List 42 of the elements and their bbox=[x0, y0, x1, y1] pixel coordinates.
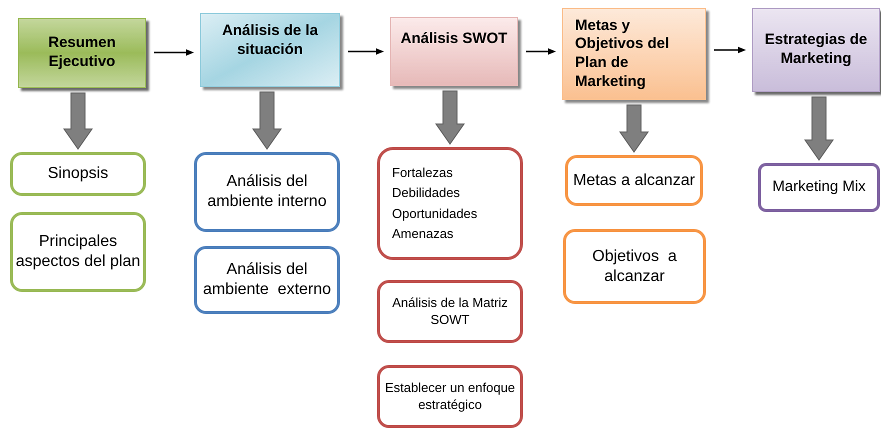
rounded-box bbox=[565, 155, 703, 206]
arrow bbox=[154, 49, 194, 56]
rounded-box bbox=[758, 163, 880, 212]
box-label: Análisis de la situación bbox=[221, 22, 319, 60]
rounded-box bbox=[10, 152, 146, 196]
rounded-box bbox=[377, 280, 523, 343]
box-label: Objetivos a alcanzar bbox=[591, 246, 678, 286]
box-label: Sinopsis bbox=[48, 164, 108, 184]
list-item: Debilidades bbox=[392, 185, 460, 202]
box-label: Establecer un enfoque estratégico bbox=[384, 380, 516, 413]
box-label: Principales aspectos del plan bbox=[14, 232, 142, 272]
box-label: Análisis de la Matriz SOWT bbox=[391, 295, 509, 328]
step-box bbox=[18, 18, 146, 88]
step-box bbox=[200, 13, 340, 87]
box-label: Análisis del ambiente interno bbox=[206, 172, 328, 212]
block-arrow bbox=[804, 96, 834, 161]
list-item: Amenazas bbox=[392, 226, 454, 242]
list-item: Fortalezas bbox=[392, 165, 453, 182]
box-label: Metas y Objetivos del Plan de Marketing bbox=[575, 16, 670, 92]
block-arrow bbox=[435, 90, 465, 145]
rounded-box bbox=[194, 246, 340, 314]
rounded-box bbox=[563, 229, 706, 304]
box-label: Análisis del ambiente externo bbox=[202, 260, 332, 300]
step-box bbox=[390, 17, 518, 86]
rounded-box bbox=[377, 365, 523, 428]
block-arrow bbox=[63, 92, 93, 150]
rounded-box bbox=[194, 152, 340, 232]
step-box bbox=[562, 8, 706, 100]
rounded-box bbox=[10, 212, 146, 292]
box-label: Resumen Ejecutivo bbox=[47, 34, 117, 72]
box-label: Análisis SWOT bbox=[400, 30, 508, 49]
box-label: Estrategias de Marketing bbox=[764, 31, 868, 69]
step-box bbox=[752, 8, 880, 92]
arrow bbox=[526, 48, 556, 55]
list-item: Oportunidades bbox=[392, 206, 478, 222]
box-label: Marketing Mix bbox=[772, 178, 866, 197]
block-arrow bbox=[252, 92, 282, 150]
box-label: Metas a alcanzar bbox=[573, 170, 695, 190]
arrow bbox=[348, 48, 384, 55]
list-box bbox=[377, 147, 523, 260]
block-arrow bbox=[619, 104, 649, 153]
arrow bbox=[714, 46, 746, 54]
